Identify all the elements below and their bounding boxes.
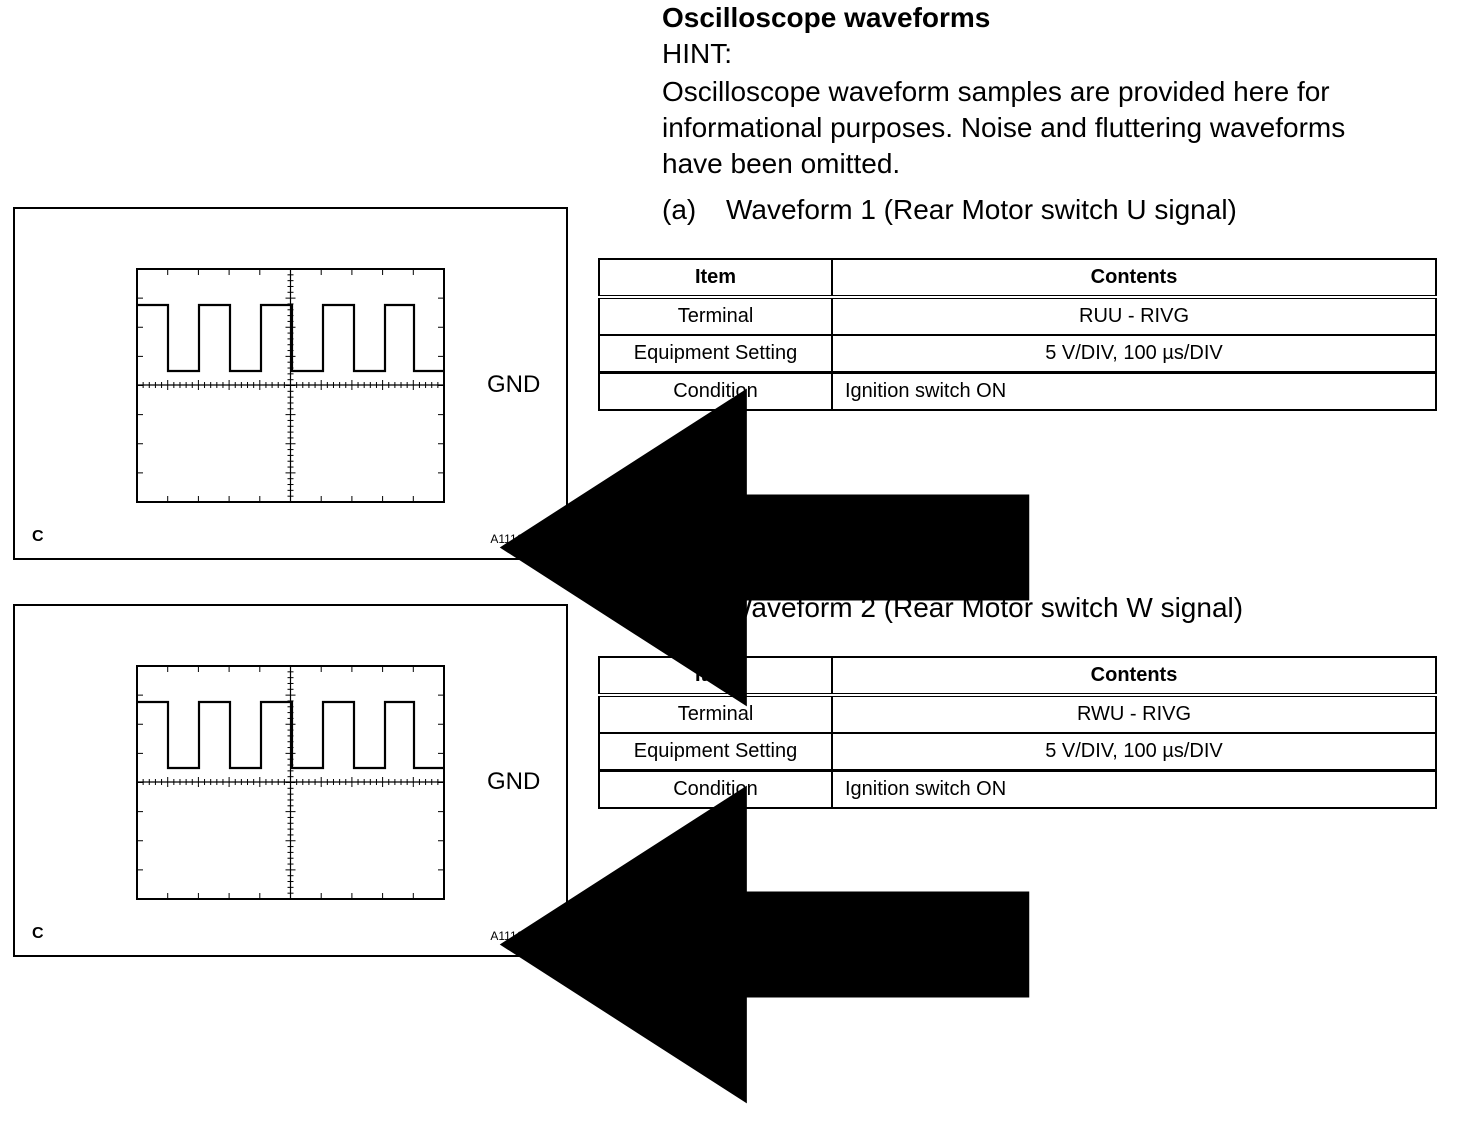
hint-line: Oscilloscope waveform samples are provid… (662, 76, 1330, 107)
section-a-heading: (a) Waveform 1 (Rear Motor switch U signa… (662, 194, 1237, 226)
gnd-label: GND (487, 371, 1030, 707)
row-value: 5 V/DIV, 100 µs/DIV (831, 732, 1437, 772)
waveform-trace (137, 700, 444, 770)
figure-id: A111608E01 (490, 532, 558, 546)
gnd-label: GND (487, 768, 1030, 1104)
spec-table-2: Item Contents Terminal RWU - RIVG Equipm… (598, 656, 1437, 809)
section-title: Waveform 1 (Rear Motor switch U signal) (726, 194, 1237, 225)
header-contents: Contents (831, 656, 1437, 697)
row-value: RWU - RIVG (831, 694, 1437, 734)
oscilloscope-screen (136, 268, 445, 503)
header-item: Item (598, 656, 833, 697)
table-row: Equipment Setting 5 V/DIV, 100 µs/DIV (598, 334, 1437, 374)
gnd-text: GND (487, 371, 541, 398)
row-label: Equipment Setting (598, 334, 833, 374)
row-value: RUU - RIVG (831, 296, 1437, 336)
row-label: Terminal (598, 296, 833, 336)
waveform-figure-1: GND C A111608E01 (13, 207, 1030, 707)
hint-line: have been omitted. (662, 148, 901, 179)
hint-label: HINT: (662, 38, 732, 69)
table-header-row: Item Contents (598, 656, 1437, 697)
section-b-heading: (b) Waveform 2 (Rear Motor switch W signa… (662, 592, 1243, 624)
page-title: Oscilloscope waveforms (662, 2, 991, 33)
arrow-left-icon (499, 785, 1030, 1104)
header-contents: Contents (831, 258, 1437, 299)
waveform-figure-2: GND C A111608E01 (13, 604, 1030, 1104)
header-item: Item (598, 258, 833, 299)
row-value: Ignition switch ON (831, 371, 1437, 411)
figure-code: C (32, 925, 44, 942)
figure-code: C (32, 528, 44, 545)
arrow-left-icon (499, 388, 1030, 707)
row-label: Terminal (598, 694, 833, 734)
table-row: Condition Ignition switch ON (598, 371, 1437, 411)
table-row: Equipment Setting 5 V/DIV, 100 µs/DIV (598, 732, 1437, 772)
oscilloscope-screen (136, 665, 445, 900)
row-label: Condition (598, 371, 833, 411)
row-label: Condition (598, 769, 833, 809)
scope-ticks (137, 269, 444, 502)
gnd-text: GND (487, 768, 541, 795)
section-letter: (b) (662, 592, 697, 623)
row-value: Ignition switch ON (831, 769, 1437, 809)
spec-table-1: Item Contents Terminal RUU - RIVG Equipm… (598, 258, 1437, 411)
section-title: Waveform 2 (Rear Motor switch W signal) (726, 592, 1244, 623)
figure-id: A111608E01 (490, 929, 558, 943)
table-row: Terminal RUU - RIVG (598, 296, 1437, 336)
table-row: Condition Ignition switch ON (598, 769, 1437, 809)
hint-line: informational purposes. Noise and flutte… (662, 112, 1346, 143)
hint-text: Oscilloscope waveform samples are provid… (662, 74, 1452, 182)
row-value: 5 V/DIV, 100 µs/DIV (831, 334, 1437, 374)
waveform-trace (137, 303, 444, 373)
section-letter: (a) (662, 194, 697, 225)
table-row: Terminal RWU - RIVG (598, 694, 1437, 734)
table-header-row: Item Contents (598, 258, 1437, 299)
row-label: Equipment Setting (598, 732, 833, 772)
